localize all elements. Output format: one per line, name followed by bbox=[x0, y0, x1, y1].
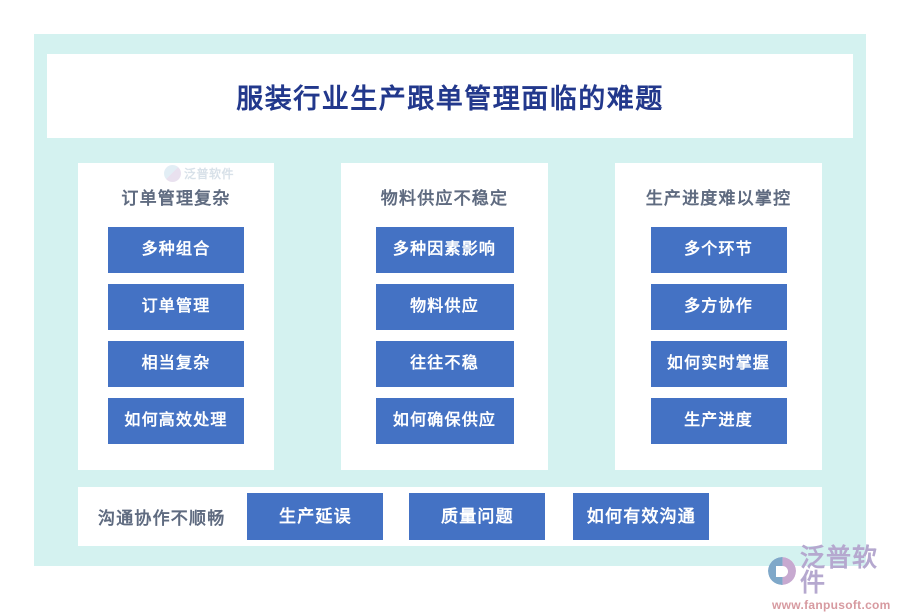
brand-logo: 泛普软件 www.fanpusoft.com bbox=[768, 546, 900, 612]
brand-url: www.fanpusoft.com bbox=[772, 598, 891, 612]
watermark-label: 泛普软件 bbox=[184, 167, 235, 181]
fanpu-logo-icon bbox=[164, 165, 181, 182]
column-card-3: 生产进度难以掌控 多个环节 多方协作 如何实时掌握 生产进度 bbox=[615, 163, 822, 470]
bottom-row-item[interactable]: 如何有效沟通 bbox=[573, 493, 710, 540]
column-item[interactable]: 生产进度 bbox=[650, 398, 787, 444]
column-item[interactable]: 往往不稳 bbox=[375, 341, 514, 387]
brand-name: 泛普软件 bbox=[800, 544, 879, 597]
bottom-row-heading: 沟通协作不顺畅 bbox=[98, 509, 226, 528]
column-item[interactable]: 订单管理 bbox=[108, 284, 244, 330]
page-title: 服装行业生产跟单管理面临的难题 bbox=[236, 83, 664, 114]
title-card: 服装行业生产跟单管理面临的难题 bbox=[47, 54, 853, 138]
bottom-row-item[interactable]: 生产延误 bbox=[247, 493, 384, 540]
bottom-row-item[interactable]: 质量问题 bbox=[409, 493, 546, 540]
bottom-row-card: 沟通协作不顺畅 生产延误 质量问题 如何有效沟通 bbox=[78, 487, 822, 546]
column-card-1: 泛普软件 订单管理复杂 多种组合 订单管理 相当复杂 如何高效处理 bbox=[78, 163, 274, 470]
watermark: 泛普软件 bbox=[164, 165, 234, 182]
column-heading-3: 生产进度难以掌控 bbox=[645, 189, 792, 208]
column-item[interactable]: 相当复杂 bbox=[108, 341, 244, 387]
column-item[interactable]: 如何高效处理 bbox=[108, 398, 244, 444]
column-item[interactable]: 多个环节 bbox=[650, 227, 787, 273]
column-item[interactable]: 多种组合 bbox=[108, 227, 244, 273]
column-group: 泛普软件 订单管理复杂 多种组合 订单管理 相当复杂 如何高效处理 物料供应不稳… bbox=[78, 163, 822, 470]
column-item[interactable]: 如何实时掌握 bbox=[650, 341, 787, 387]
column-heading-1: 订单管理复杂 bbox=[121, 189, 231, 208]
brand-logo-row: 泛普软件 bbox=[768, 546, 900, 596]
column-item-list-2: 多种因素影响 物料供应 往往不稳 如何确保供应 bbox=[375, 227, 514, 444]
column-heading-2: 物料供应不稳定 bbox=[380, 189, 509, 208]
column-item-list-1: 多种组合 订单管理 相当复杂 如何高效处理 bbox=[108, 227, 244, 444]
column-item[interactable]: 多种因素影响 bbox=[375, 227, 514, 273]
column-item[interactable]: 物料供应 bbox=[375, 284, 514, 330]
column-item-list-3: 多个环节 多方协作 如何实时掌握 生产进度 bbox=[650, 227, 787, 444]
column-card-2: 物料供应不稳定 多种因素影响 物料供应 往往不稳 如何确保供应 bbox=[341, 163, 548, 470]
column-item[interactable]: 多方协作 bbox=[650, 284, 787, 330]
fanpu-logo-icon bbox=[768, 557, 796, 585]
column-item[interactable]: 如何确保供应 bbox=[375, 398, 514, 444]
